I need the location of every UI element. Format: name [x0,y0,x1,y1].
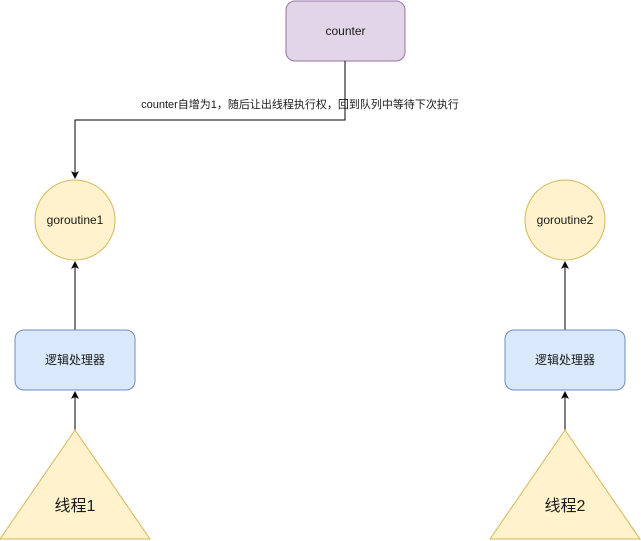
processor1-node[interactable]: 逻辑处理器 [14,329,136,391]
edge-label-bg [124,96,476,112]
thread2-triangle [489,429,641,540]
processor1-label: 逻辑处理器 [45,353,105,367]
processor1-box [14,329,136,391]
goroutine2-node[interactable]: goroutine2 [524,179,606,261]
counter-label: counter [325,24,365,38]
goroutine2-label: goroutine2 [537,213,594,227]
counter-node[interactable]: counter [285,0,406,62]
thread1-node[interactable]: 线程1 [0,429,151,540]
processor2-box [504,329,626,391]
processor2-node[interactable]: 逻辑处理器 [504,329,626,391]
goroutine1-node[interactable]: goroutine1 [34,179,116,261]
processor2-label: 逻辑处理器 [535,353,595,367]
edge-label: counter自增为1，随后让出线程执行权，回到队列中等待下次执行 [141,97,459,111]
goroutine2-circle [524,179,606,261]
thread2-label: 线程2 [545,497,586,515]
goroutine1-circle [34,179,116,261]
goroutine1-label: goroutine1 [47,213,104,227]
thread1-triangle [0,429,151,540]
edge-counter-to-goroutine1[interactable] [71,61,346,179]
thread2-node[interactable]: 线程2 [489,429,641,540]
thread1-label: 线程1 [55,497,96,515]
